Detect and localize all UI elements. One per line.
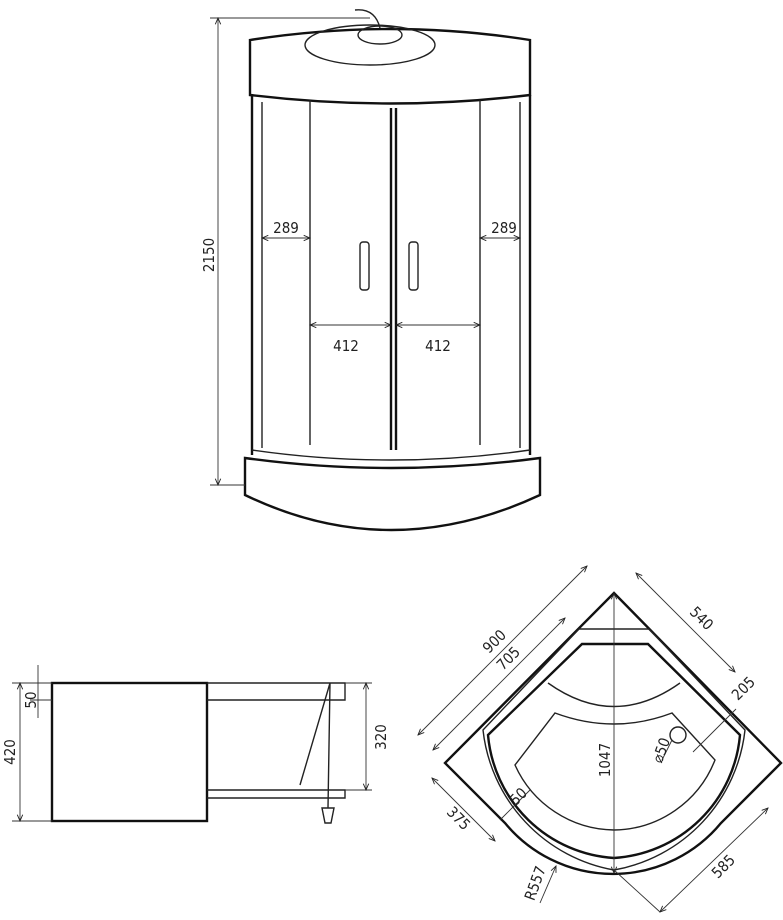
drain-hole: [669, 726, 687, 744]
dim-tray-height: 420: [1, 739, 19, 765]
shower-tray-front: [243, 456, 542, 532]
front-view: 2150 289 289 412 412: [200, 9, 542, 532]
cabin-roof: [248, 27, 532, 105]
dim-door-right: 412: [425, 337, 451, 355]
dim-inner-depth: 320: [372, 724, 390, 750]
dim-arc-section: 585: [708, 851, 739, 882]
side-view: 420 50 320: [1, 665, 390, 824]
dim-side-right: 289: [491, 219, 517, 237]
door-gap: [389, 108, 398, 450]
dim-height: 2150: [200, 238, 218, 272]
cabin-frame: [250, 95, 532, 455]
dim-rim: 50: [22, 691, 40, 708]
plan-view: 1047 900 705 540 205 ⌀50 50 375 585 R557: [418, 566, 783, 912]
dim-drain-side: 540: [686, 603, 717, 634]
shower-hose: [354, 9, 381, 29]
tray-side-apron: [50, 681, 209, 823]
door-handle-right: [408, 241, 419, 291]
panel-separators: [309, 100, 481, 445]
dim-drain-diameter: ⌀50: [649, 735, 675, 765]
dim-straight-section: 375: [443, 803, 474, 834]
dim-diagonal: 1047: [596, 743, 614, 777]
dim-drain-offset: 205: [728, 673, 759, 704]
door-handle-left: [359, 241, 370, 291]
dim-plan-rim: 50: [506, 784, 531, 809]
roof-dome: [304, 24, 436, 66]
dim-side-left: 289: [273, 219, 299, 237]
dim-radius: R557: [521, 864, 550, 903]
tray-leg: [321, 807, 335, 824]
dim-door-left: 412: [333, 337, 359, 355]
